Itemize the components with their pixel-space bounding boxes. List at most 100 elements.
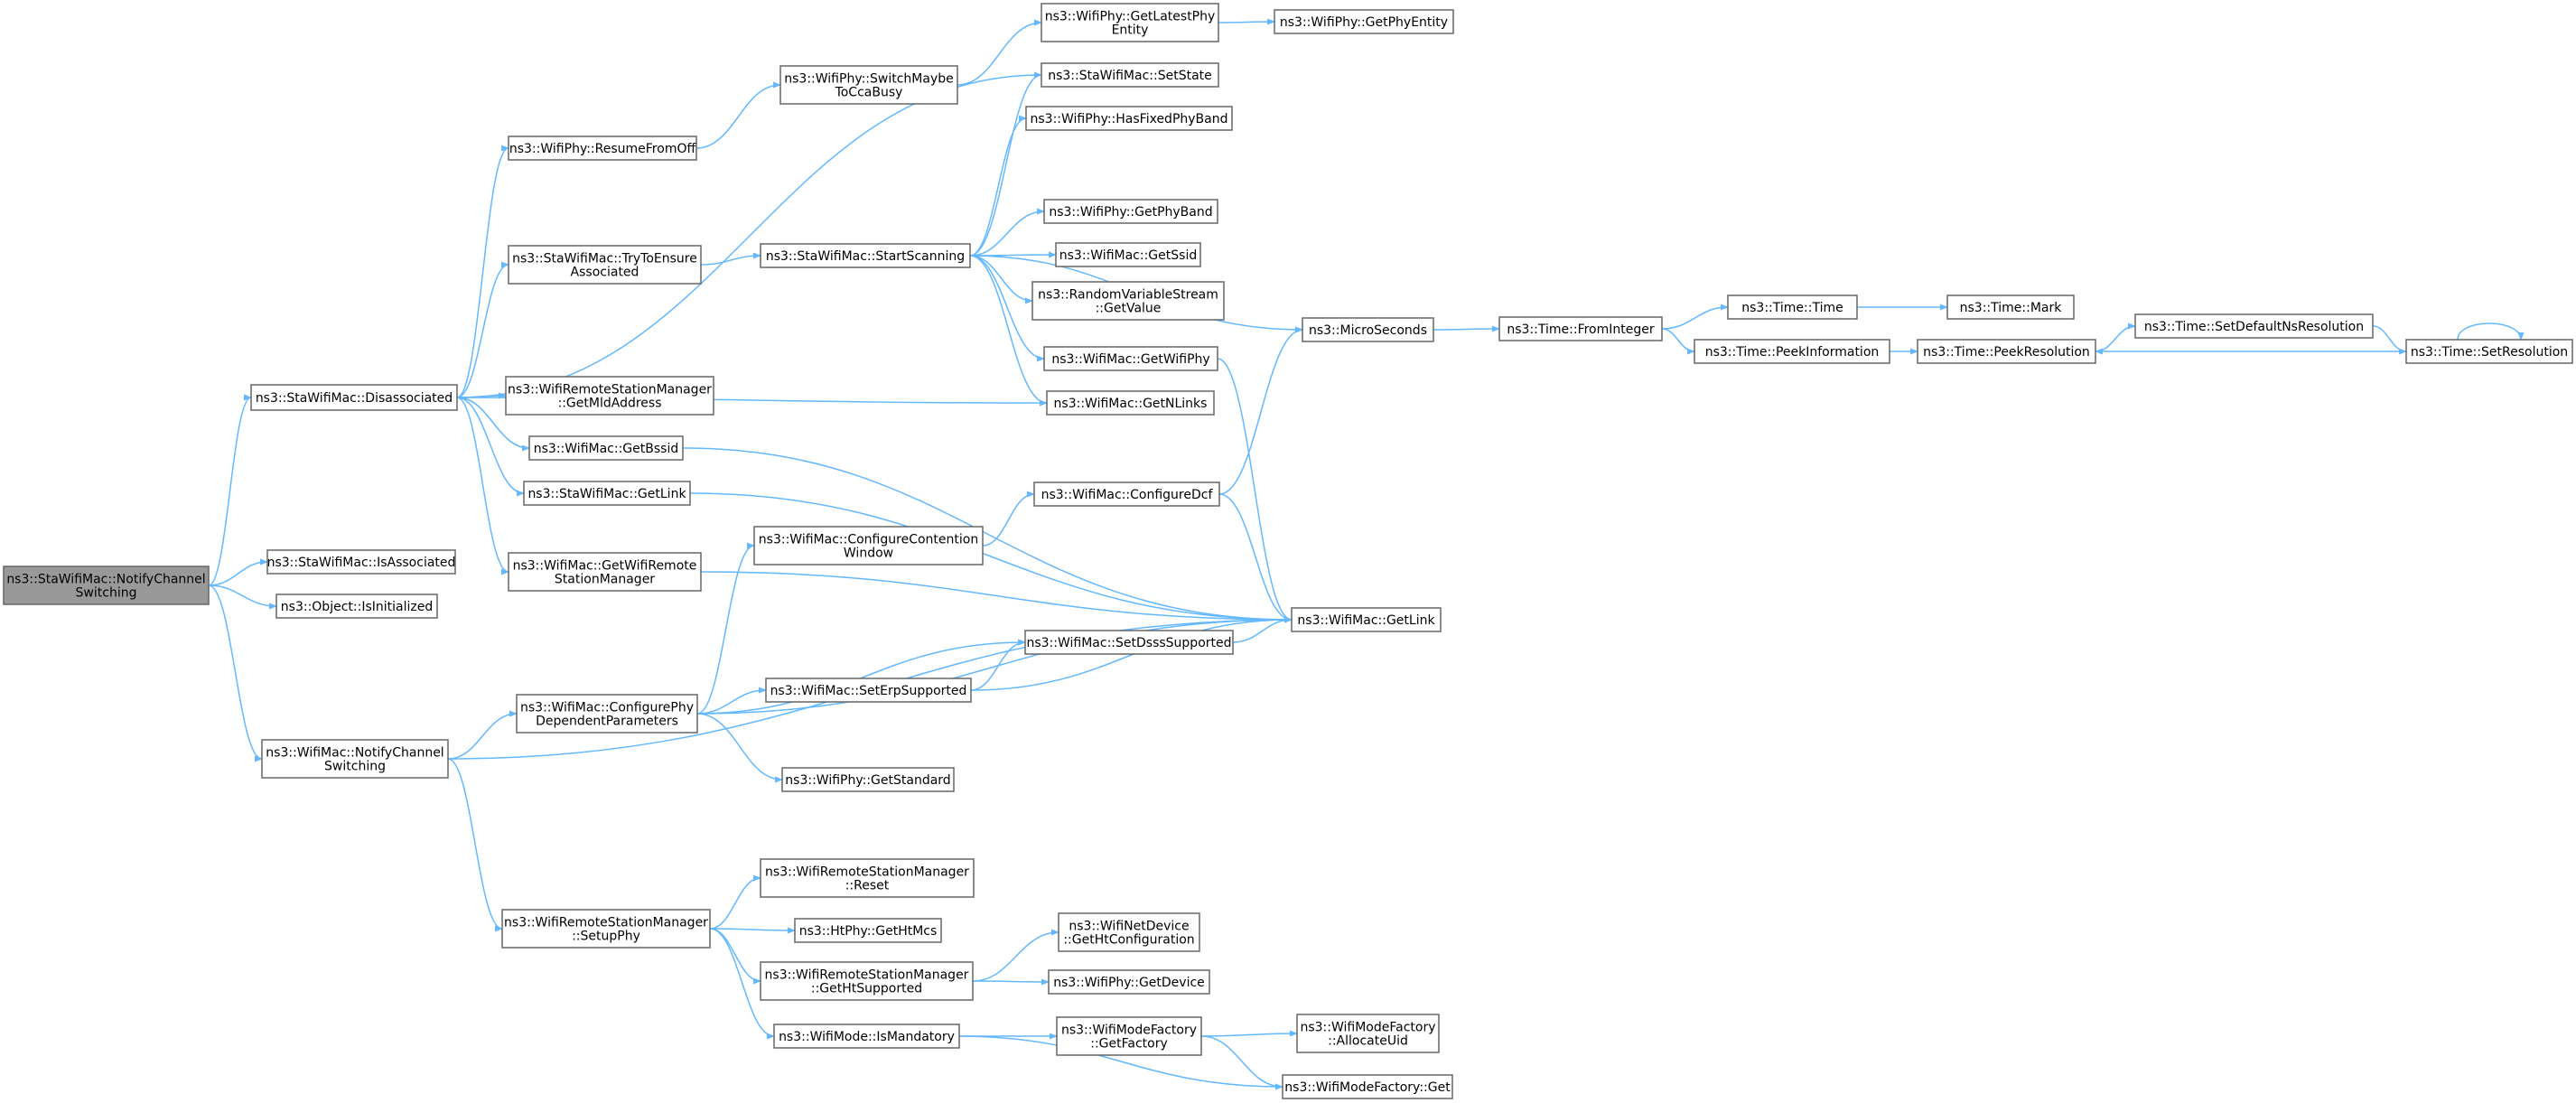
node-gethtmcs[interactable]: ns3::HtPhy::GetHtMcs [794, 918, 942, 943]
node-label: ns3::WifiPhy::SwitchMaybe [784, 72, 954, 87]
node-box [1043, 346, 1218, 371]
node-box [760, 243, 971, 268]
node-box [501, 909, 711, 949]
node-peekinfo[interactable]: ns3::Time::PeekInformation [1694, 339, 1890, 364]
node-label: ns3::WifiModeFactory::Get [1284, 1080, 1451, 1095]
node-getssid[interactable]: ns3::WifiMac::GetSsid [1055, 242, 1201, 267]
node-box [753, 526, 984, 566]
edge-configphy-to-getstandard [696, 713, 783, 783]
node-box [516, 694, 698, 734]
node-isinitialized[interactable]: ns3::Object::IsInitialized [275, 594, 438, 619]
node-label: ::GetHtSupported [811, 982, 922, 996]
node-label: ::GetMldAddress [558, 397, 662, 411]
node-label: ns3::Time::SetDefaultNsResolution [2144, 320, 2364, 334]
node-setupphy[interactable]: ns3::WifiRemoteStationManager::SetupPhy [501, 909, 711, 949]
edge-getfactory-to-wmfget [1200, 1035, 1283, 1090]
node-label: ns3::WifiPhy::ResumeFromOff [509, 142, 696, 156]
node-stagetlink[interactable]: ns3::StaWifiMac::GetLink [523, 481, 691, 506]
node-label: ns3::WifiMac::ConfigurePhy [520, 701, 694, 715]
node-label: ns3::WifiMac::ConfigureDcf [1041, 488, 1214, 502]
edge-setupphy-to-gethtsupported [709, 928, 761, 985]
node-isassociated[interactable]: ns3::StaWifiMac::IsAssociated [266, 549, 456, 575]
node-label: ns3::WifiRemoteStationManager [765, 865, 969, 880]
node-setdefaultns[interactable]: ns3::Time::SetDefaultNsResolution [2134, 313, 2374, 339]
node-label: ns3::WifiMac::NotifyChannel [266, 746, 443, 761]
node-getstandard[interactable]: ns3::WifiPhy::GetStandard [781, 767, 955, 792]
edge-startscanning-to-getwifiphy [969, 255, 1045, 362]
node-frominteger[interactable]: ns3::Time::FromInteger [1498, 316, 1663, 341]
node-getmldaddress[interactable]: ns3::WifiRemoteStationManager::GetMldAdd… [505, 376, 714, 416]
edge-wmnotify-to-setupphy [447, 758, 503, 932]
node-getphyentity[interactable]: ns3::WifiPhy::GetPhyEntity [1274, 9, 1454, 34]
edge-ismandatory-to-wmfget [958, 1035, 1283, 1090]
node-box [508, 552, 702, 592]
node-label: ns3::WifiPhy::GetStandard [785, 773, 950, 788]
node-wmfget[interactable]: ns3::WifiModeFactory::Get [1282, 1074, 1453, 1099]
node-peekres[interactable]: ns3::Time::PeekResolution [1917, 339, 2096, 364]
node-label: ns3::Time::SetResolution [2411, 345, 2568, 360]
node-box [1296, 1014, 1440, 1053]
node-label: ns3::StaWifiMac::TryToEnsure [512, 252, 697, 266]
node-timetime[interactable]: ns3::Time::Time [1727, 294, 1858, 320]
node-startscanning[interactable]: ns3::StaWifiMac::StartScanning [760, 243, 971, 268]
edge-getfactory-to-allocateuid [1200, 1030, 1298, 1037]
edge-seterp-to-setdsss [970, 639, 1026, 691]
node-seterp[interactable]: ns3::WifiMac::SetErpSupported [765, 678, 972, 703]
node-label: ns3::Time::FromInteger [1507, 322, 1654, 337]
node-label: ns3::WifiMode::IsMandatory [779, 1030, 955, 1044]
node-timemark[interactable]: ns3::Time::Mark [1946, 294, 2075, 320]
node-box [266, 549, 456, 575]
edge-getbssid-to-wmgetlink [682, 447, 1293, 623]
node-configdcf[interactable]: ns3::WifiMac::ConfigureDcf [1033, 481, 1220, 507]
node-label: ns3::RandomVariableStream [1038, 288, 1218, 303]
node-box [779, 65, 958, 105]
node-getfactory[interactable]: ns3::WifiModeFactory::GetFactory [1056, 1016, 1202, 1056]
node-microseconds[interactable]: ns3::MicroSeconds [1302, 317, 1434, 342]
edge-configdcf-to-microseconds [1218, 326, 1303, 495]
node-disassociated[interactable]: ns3::StaWifiMac::Disassociated [250, 384, 458, 411]
edge-disassociated-to-resumefromoff [456, 145, 509, 398]
node-setstate[interactable]: ns3::StaWifiMac::SetState [1041, 62, 1219, 88]
node-rvsgetvalue[interactable]: ns3::RandomVariableStream::GetValue [1031, 281, 1225, 321]
node-setdsss[interactable]: ns3::WifiMac::SetDsssSupported [1024, 630, 1234, 655]
node-label: ns3::WifiMac::GetSsid [1059, 248, 1197, 263]
node-label: ns3::StaWifiMac::Disassociated [256, 391, 453, 406]
node-wmgetlink[interactable]: ns3::WifiMac::GetLink [1291, 607, 1442, 632]
node-allocateuid[interactable]: ns3::WifiModeFactory::AllocateUid [1296, 1014, 1440, 1053]
node-hasfixed[interactable]: ns3::WifiPhy::HasFixedPhyBand [1025, 106, 1233, 131]
node-getwrsm[interactable]: ns3::WifiMac::GetWifiRemoteStationManage… [508, 552, 702, 592]
node-label: ::GetHtConfiguration [1063, 933, 1194, 948]
node-label: ns3::HtPhy::GetHtMcs [799, 924, 938, 939]
edge-gethtsupported-to-gethtconfig [972, 929, 1059, 982]
node-getnlinks[interactable]: ns3::WifiMac::GetNLinks [1046, 390, 1215, 416]
node-label: ns3::WifiModeFactory [1061, 1024, 1197, 1038]
node-reset[interactable]: ns3::WifiRemoteStationManager::Reset [760, 858, 975, 898]
node-label: ns3::Time::PeekInformation [1705, 345, 1880, 360]
node-box [1056, 1016, 1202, 1056]
node-getwifiphy[interactable]: ns3::WifiMac::GetWifiPhy [1043, 346, 1218, 371]
node-getdevice[interactable]: ns3::WifiPhy::GetDevice [1048, 969, 1210, 995]
node-box [523, 481, 691, 506]
node-box [1302, 317, 1434, 342]
node-ismandatory[interactable]: ns3::WifiMode::IsMandatory [773, 1024, 960, 1049]
edge-getwrsm-to-wmgetlink [700, 571, 1293, 623]
node-setres[interactable]: ns3::Time::SetResolution [2405, 339, 2573, 364]
node-gethtsupported[interactable]: ns3::WifiRemoteStationManager::GetHtSupp… [760, 961, 974, 1001]
node-box [1498, 316, 1663, 341]
node-configphy[interactable]: ns3::WifiMac::ConfigurePhyDependentParam… [516, 694, 698, 734]
edge-configdcf-to-wmgetlink [1218, 493, 1293, 623]
node-getbssid[interactable]: ns3::WifiMac::GetBssid [528, 435, 684, 461]
edge-root-to-isassociated [208, 558, 268, 586]
node-gethtconfig[interactable]: ns3::WifiNetDevice::GetHtConfiguration [1058, 912, 1200, 952]
edge-frominteger-to-timetime [1661, 304, 1729, 330]
node-box [765, 678, 972, 703]
node-getphyband[interactable]: ns3::WifiPhy::GetPhyBand [1043, 199, 1218, 224]
node-resumefromoff[interactable]: ns3::WifiPhy::ResumeFromOff [508, 136, 697, 161]
node-label: ns3::WifiPhy::GetPhyEntity [1280, 15, 1448, 30]
